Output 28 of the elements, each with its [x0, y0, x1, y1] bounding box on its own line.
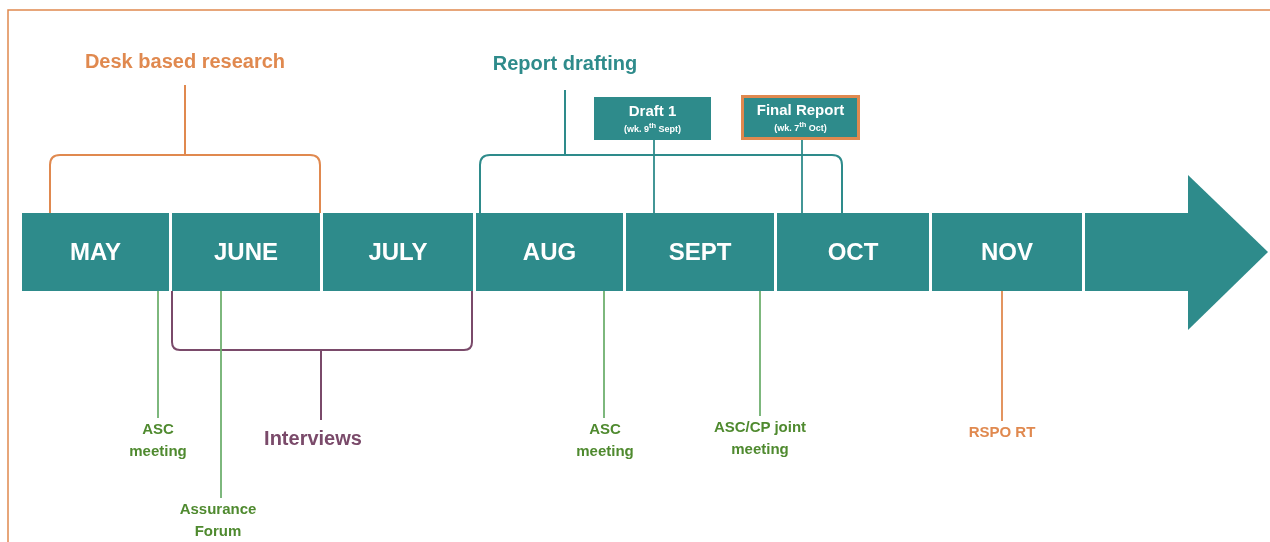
event-label: ASC/CP joint meeting: [695, 416, 825, 460]
event-label: ASC meeting: [560, 418, 650, 462]
milestone-date: (wk. 9$^{th}$ Sept): [623, 120, 682, 135]
month-segment: SEPT: [626, 213, 774, 291]
milestone-title: Draft 1: [628, 102, 677, 120]
phase-label: Desk based research: [83, 50, 287, 73]
leader-line: [603, 290, 605, 419]
leader-line: [653, 139, 655, 214]
month-segment: MAY: [22, 213, 169, 291]
month-segment: NOV: [932, 213, 1082, 291]
month-segment: JUNE: [172, 213, 320, 291]
timeline-segment: [1085, 213, 1189, 291]
milestone-title: Final Report: [756, 101, 845, 119]
milestone-box: [594, 97, 711, 140]
leader-line: [801, 139, 803, 214]
milestone-date: (wk. 7$^{th}$ Oct): [774, 119, 827, 134]
month-segment: AUG: [476, 213, 623, 291]
phase-label: Report drafting: [491, 52, 639, 75]
leader-line: [759, 290, 761, 417]
month-segment: JULY: [323, 213, 473, 291]
event-label: RSPO RT: [952, 421, 1052, 443]
leader-line: [220, 290, 222, 499]
month-segment: OCT: [777, 213, 929, 291]
milestone-box: [741, 95, 860, 140]
event-label: ASC meeting: [113, 418, 203, 462]
event-label: Assurance Forum: [163, 498, 273, 542]
leader-line: [1001, 290, 1003, 422]
leader-line: [157, 290, 159, 419]
